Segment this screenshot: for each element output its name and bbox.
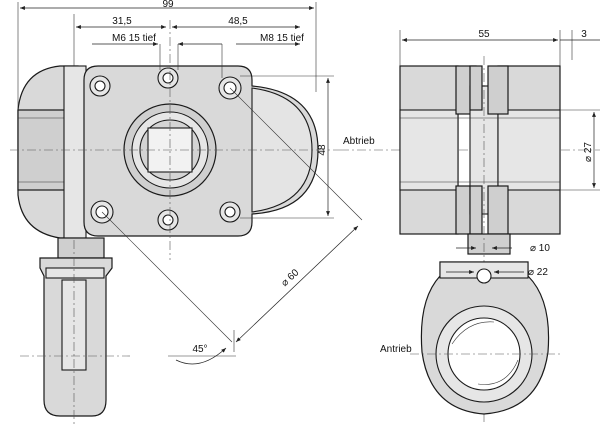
dim-3: 3 [581,29,587,40]
dim-48-5: 48,5 [228,16,248,27]
dim-55: 55 [478,29,490,40]
set-screw [476,268,492,284]
dim-31-5: 31,5 [112,16,132,27]
dim-dia-10: ⌀ 10 [530,243,550,254]
dim-48: 48 [317,144,328,156]
thread-m6: M6 15 tief [112,33,156,44]
dim-dia-60: ⌀ 60 [279,267,301,289]
bolt-hole-top-mid [157,67,179,89]
label-abtrieb: Abtrieb [343,136,375,147]
lower-shaft-neck [57,237,105,259]
bolt-hole-bottom-mid [157,209,179,231]
bolt-hole-bottom-right [219,201,241,223]
bolt-hole-top-left [89,75,111,97]
side-dimensions: 55 3 ⌀ 27 ⌀ 10 ⌀ 22 [399,29,600,278]
angle-45: 45° [192,344,207,355]
front-view [10,20,340,425]
dim-dia-22: ⌀ 22 [528,267,548,278]
dim-dia-27: ⌀ 27 [583,142,594,162]
side-view: Abtrieb Antrieb [340,56,600,425]
front-dimensions: 99 31,5 48,5 M6 15 tief M8 15 tief 48 ⌀ … [17,0,363,365]
dim-99: 99 [162,0,174,10]
thread-m8: M8 15 tief [260,33,304,44]
label-antrieb: Antrieb [380,344,412,355]
